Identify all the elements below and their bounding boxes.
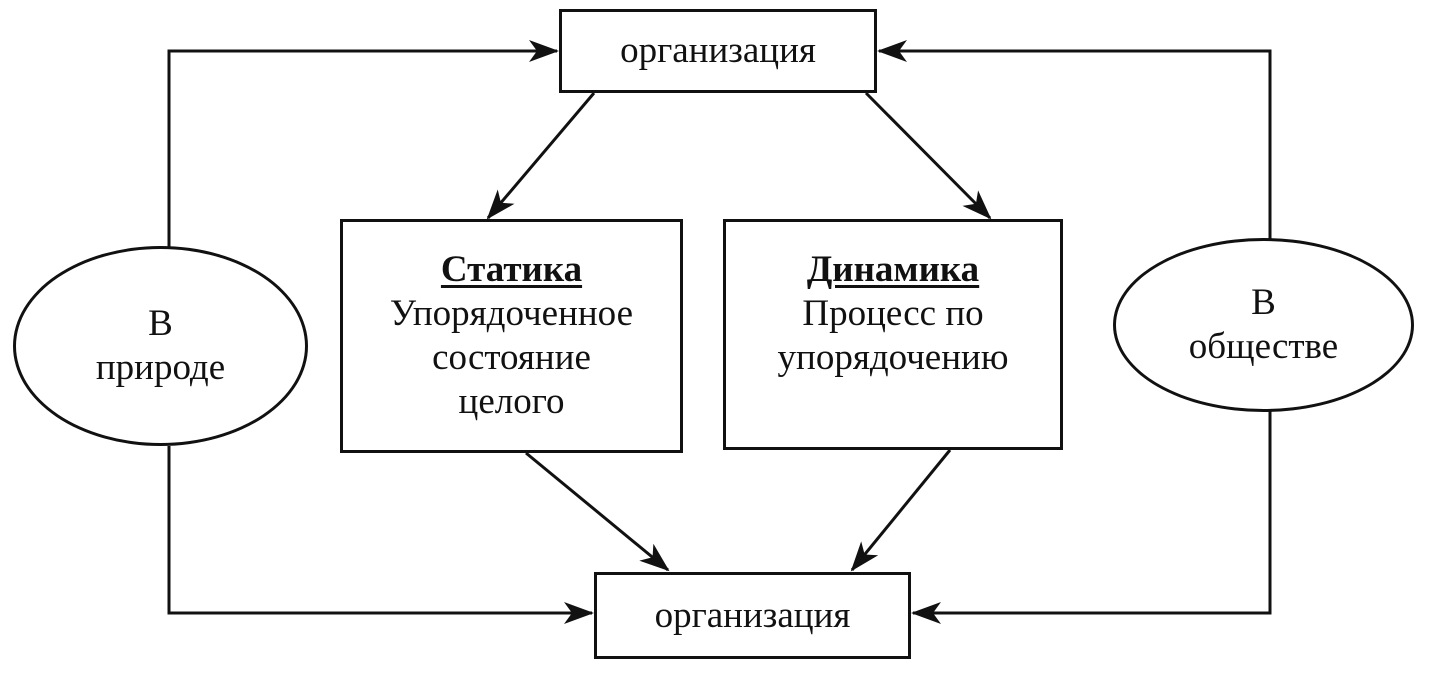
in-society-line-1: В [1251,282,1276,323]
statics-title: Статика [440,249,583,290]
in-society-ellipse: В обществе [1113,238,1414,412]
arrow-org-top-to-dynamics [864,91,992,220]
arrow-nature-to-org-bottom [167,446,594,624]
in-nature-ellipse: В природе [13,246,308,446]
arrow-society-to-org-bottom [911,410,1272,624]
dynamics-box: Динамика Процесс по упорядочению [723,219,1063,450]
dynamics-title: Динамика [806,249,980,290]
arrow-society-to-org-top [877,40,1272,240]
dynamics-line-1: Процесс по [802,293,984,334]
organization-bottom-box: организация [594,572,911,659]
organization-bottom-label: организация [654,594,851,636]
statics-box: Статика Упорядоченное состояние целого [340,219,683,453]
arrow-nature-to-org-top [167,40,559,249]
organization-top-label: организация [620,30,816,71]
dynamics-line-2: упорядочению [777,337,1009,378]
in-nature-line-2: природе [95,347,226,388]
organization-top-box: организация [559,9,877,93]
statics-line-3: целого [458,381,565,422]
arrow-dynamics-to-org-bottom [850,449,952,572]
statics-line-2: состояние [432,337,591,378]
arrow-statics-to-org-bottom [525,451,670,572]
in-society-line-2: обществе [1188,326,1339,367]
in-nature-line-1: В [148,303,173,344]
arrow-org-top-to-statics [486,92,596,220]
statics-line-1: Упорядоченное [389,293,634,334]
